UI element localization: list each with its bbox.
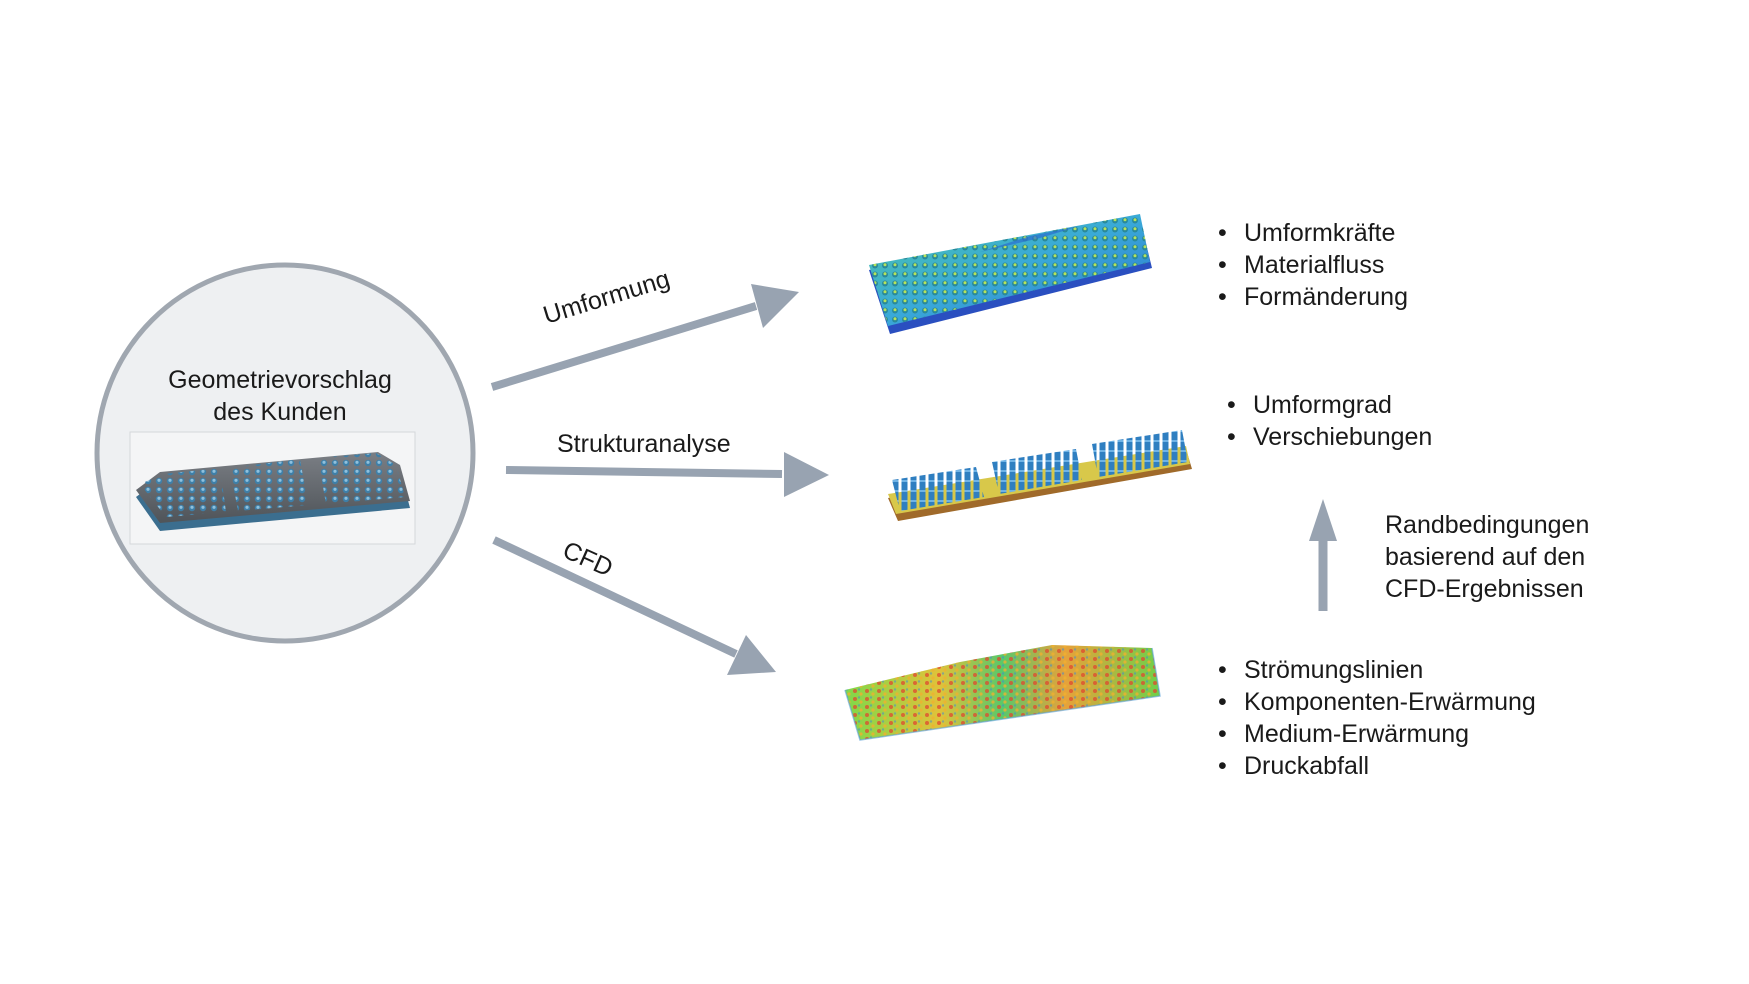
arrow-boundary-conditions [1309, 499, 1337, 611]
list-item: Umformkräfte [1216, 217, 1408, 249]
note-line2: basierend auf den [1385, 543, 1586, 571]
list-item: Verschiebungen [1225, 421, 1432, 453]
arrow-strukturanalyse [505, 452, 829, 497]
source-title: Geometrievorschlag des Kunden [110, 364, 450, 428]
list-item: Strömungslinien [1216, 654, 1536, 686]
cfd-results-list: Strömungslinien Komponenten-Erwärmung Me… [1216, 654, 1536, 782]
note-line3: CFD-Ergebnissen [1385, 575, 1584, 603]
forming-results-list: Umformkräfte Materialfluss Formänderung [1216, 217, 1408, 313]
arrow-umformung [490, 284, 799, 391]
structural-analysis-image [888, 430, 1192, 521]
list-item: Materialfluss [1216, 249, 1408, 281]
structural-results-list: Umformgrad Verschiebungen [1225, 389, 1432, 453]
arrow-cfd [492, 536, 776, 675]
list-item: Formänderung [1216, 281, 1408, 313]
customer-geometry-plate [136, 452, 410, 531]
boundary-conditions-note: Randbedingungen basierend auf den CFD-Er… [1385, 509, 1589, 605]
source-title-line2: des Kunden [213, 398, 347, 426]
list-item: Druckabfall [1216, 750, 1536, 782]
list-item: Medium-Erwärmung [1216, 718, 1536, 750]
forming-simulation-image [869, 214, 1152, 334]
list-item: Komponenten-Erwärmung [1216, 686, 1536, 718]
source-title-line1: Geometrievorschlag [168, 366, 392, 394]
cfd-simulation-image [844, 645, 1161, 741]
label-strukturanalyse: Strukturanalyse [557, 430, 731, 458]
list-item: Umformgrad [1225, 389, 1432, 421]
note-line1: Randbedingungen [1385, 511, 1590, 539]
